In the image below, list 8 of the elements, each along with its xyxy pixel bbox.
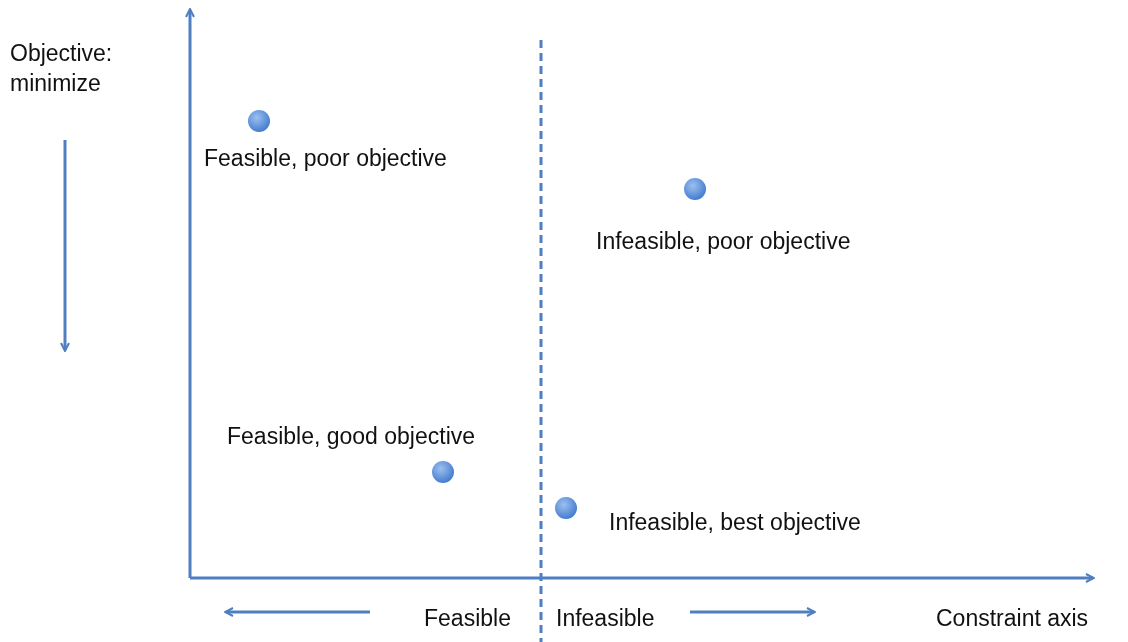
point-label: Feasible, poor objective <box>204 144 447 173</box>
point-label: Feasible, good objective <box>227 422 476 451</box>
point-label: Infeasible, poor objective <box>596 227 851 256</box>
region-label: Feasible <box>424 604 511 633</box>
point-label: Infeasible, best objective <box>609 508 861 537</box>
axis-title: Constraint axis <box>936 604 1089 633</box>
axis-title: Objective: minimize <box>10 39 114 98</box>
region-label: Infeasible <box>556 604 655 633</box>
